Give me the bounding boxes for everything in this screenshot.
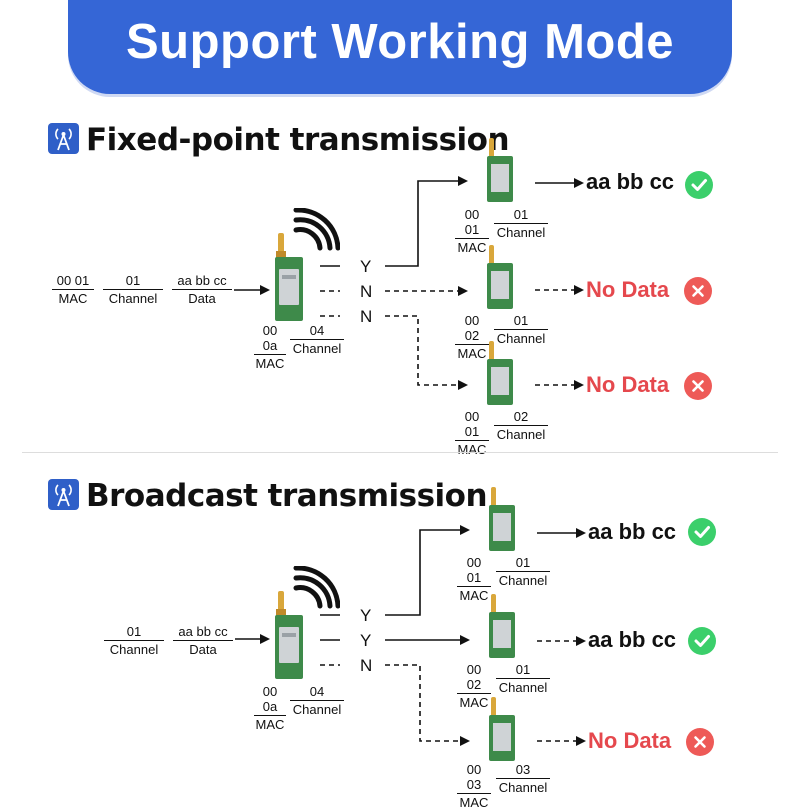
antenna-tower-icon <box>48 123 79 154</box>
header-banner: Support Working Mode <box>68 0 732 94</box>
broadcast-wifi-icon <box>290 565 341 615</box>
broadcast-result-1: aa bb cc <box>588 519 677 544</box>
check-icon <box>685 171 713 199</box>
antenna-tower-icon <box>48 479 79 510</box>
page-title: Support Working Mode <box>125 15 675 69</box>
fixed-receiver-2-module <box>485 245 515 316</box>
fixed-result-3: No Data <box>586 372 670 397</box>
cross-icon <box>684 277 712 305</box>
fixed-branch-2: N <box>360 282 373 301</box>
cross-icon <box>686 728 714 756</box>
cross-icon <box>684 372 712 400</box>
fixed-branch-3: N <box>360 307 373 326</box>
fixed-sender-module <box>272 233 306 328</box>
fixed-result-2: No Data <box>586 277 670 302</box>
broadcast-receiver-3-module <box>487 697 517 768</box>
broadcast-branch-3: N <box>360 656 373 675</box>
fixed-wifi-icon <box>290 207 341 257</box>
fixed-receiver-3-module <box>485 341 515 412</box>
fixed-result-1: aa bb cc <box>586 169 675 194</box>
fixed-section-title: Fixed-point transmission <box>86 122 510 158</box>
broadcast-receiver-2-module <box>487 594 517 665</box>
broadcast-result-3: No Data <box>588 728 672 753</box>
broadcast-section-title: Broadcast transmission <box>86 478 488 514</box>
broadcast-branch-2: Y <box>360 631 372 650</box>
fixed-path-1 <box>385 176 468 267</box>
check-icon <box>688 627 716 655</box>
fixed-path-3 <box>385 315 468 390</box>
broadcast-sender-module <box>272 591 306 686</box>
broadcast-branch-1: Y <box>360 606 372 625</box>
broadcast-path-1 <box>385 525 470 616</box>
fixed-receiver-1-module <box>485 138 515 209</box>
section-divider <box>22 452 778 453</box>
fixed-branch-1: Y <box>360 257 372 276</box>
check-icon <box>688 518 716 546</box>
broadcast-path-3 <box>385 664 470 746</box>
broadcast-result-2: aa bb cc <box>588 627 677 652</box>
broadcast-receiver-1-module <box>487 487 517 558</box>
